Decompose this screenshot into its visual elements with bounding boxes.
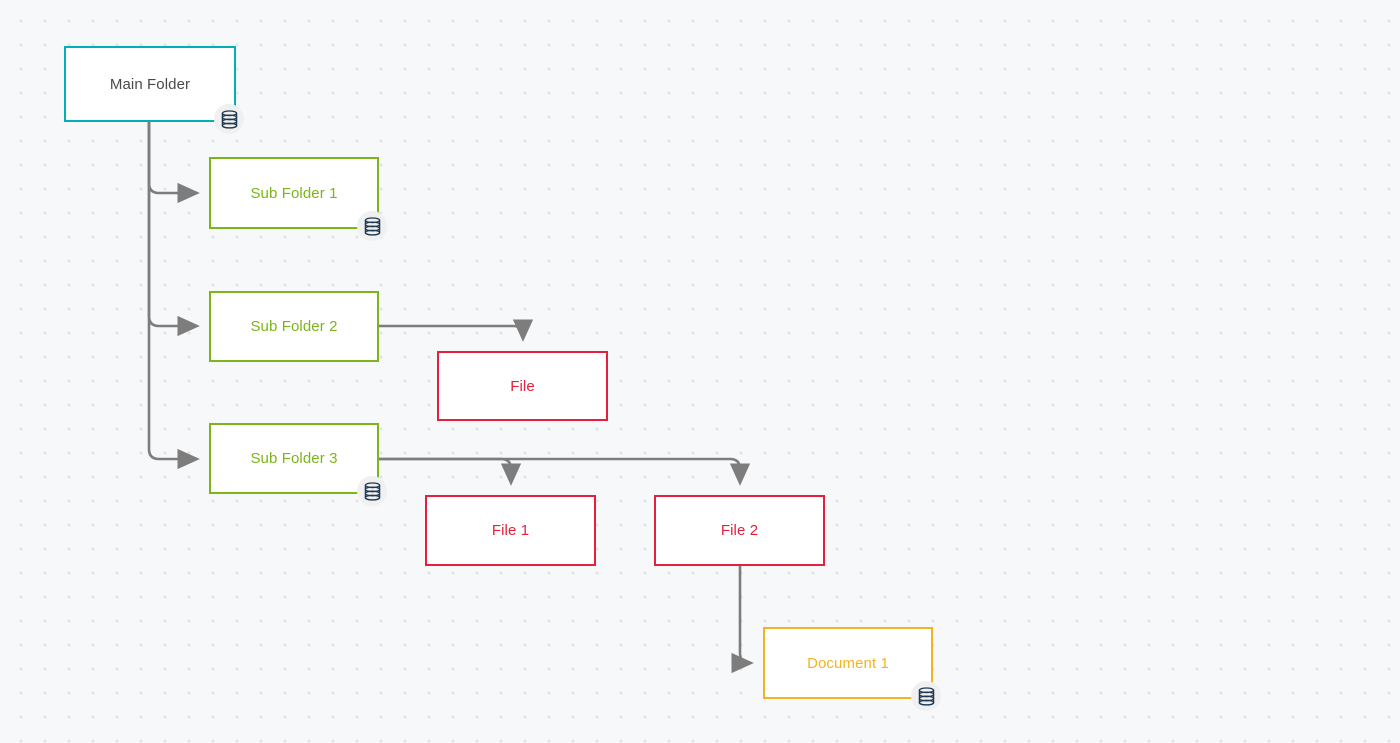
database-icon[interactable] — [911, 681, 941, 711]
node-label-main-folder: Main Folder — [109, 75, 191, 93]
node-sub-folder-1[interactable]: Sub Folder 1 — [209, 157, 379, 229]
edge-main-folder-to-sub-folder-2 — [147, 122, 200, 337]
node-label-sub-folder-2: Sub Folder 2 — [250, 318, 338, 335]
edge-main-folder-to-sub-folder-1 — [147, 122, 200, 204]
node-main-folder[interactable]: Main Folder — [64, 46, 236, 122]
edge-main-folder-to-sub-folder-3 — [147, 122, 200, 470]
node-sub-folder-3[interactable]: Sub Folder 3 — [209, 423, 379, 494]
node-label-file-1: File 1 — [491, 522, 530, 539]
edge-sub-folder-2-to-file — [379, 319, 534, 342]
database-icon[interactable] — [214, 104, 244, 134]
node-label-sub-folder-3: Sub Folder 3 — [250, 450, 338, 467]
database-icon[interactable] — [357, 476, 387, 506]
node-file[interactable]: File — [437, 351, 608, 421]
edge-sub-folder-3-to-file-1 — [379, 457, 522, 486]
edge-sub-folder-3-to-file-2 — [379, 457, 751, 486]
node-file-2[interactable]: File 2 — [654, 495, 825, 566]
database-icon[interactable] — [357, 211, 387, 241]
node-sub-folder-2[interactable]: Sub Folder 2 — [209, 291, 379, 362]
node-label-file: File — [510, 377, 535, 395]
edge-file-2-to-document-1 — [731, 566, 754, 674]
node-label-file-2: File 2 — [720, 522, 759, 539]
node-label-document-1: Document 1 — [807, 654, 889, 672]
node-file-1[interactable]: File 1 — [425, 495, 596, 566]
node-document-1[interactable]: Document 1 — [763, 627, 933, 699]
node-label-sub-folder-1: Sub Folder 1 — [250, 184, 338, 202]
